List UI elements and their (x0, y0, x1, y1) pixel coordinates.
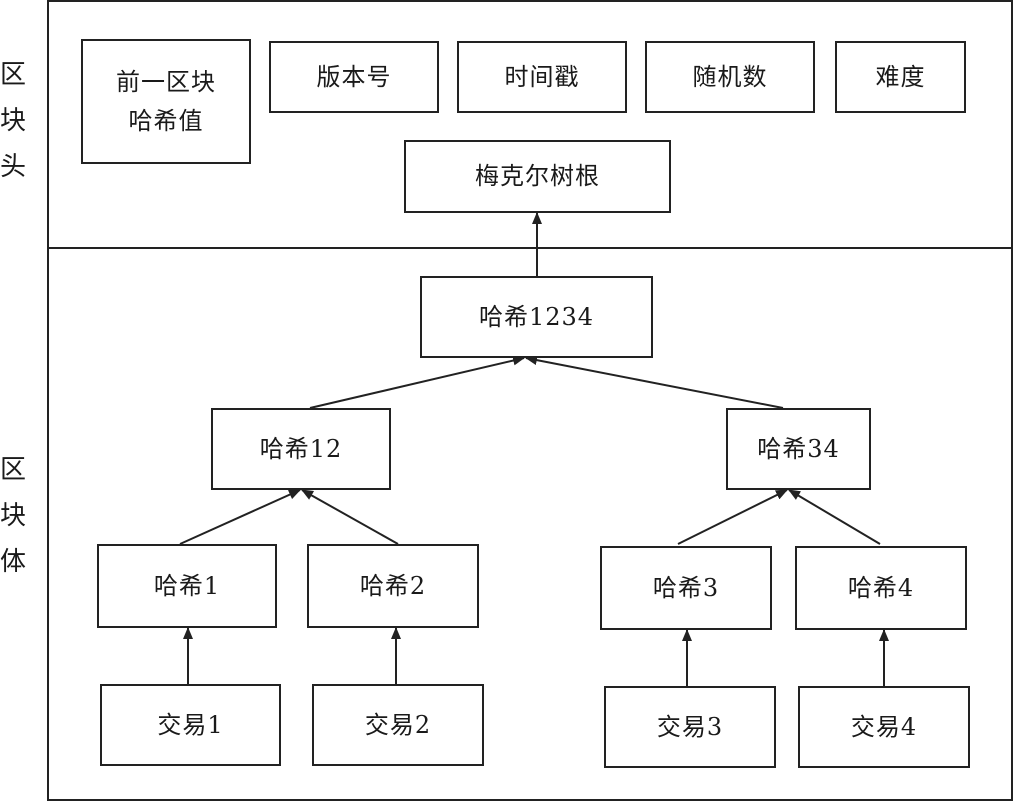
arrow-hash3-hash34 (677, 489, 788, 545)
arrow-hash2-hash12 (301, 489, 399, 545)
hash-1-node: 哈希1 (97, 544, 277, 628)
hash-12-label: 哈希12 (259, 434, 343, 463)
merkle-root-field: 梅克尔树根 (404, 140, 671, 213)
arrow-hash12-hash1234 (309, 355, 525, 409)
hash-34-node: 哈希34 (726, 408, 871, 490)
transaction-4-node: 交易4 (798, 686, 970, 768)
transaction-3-label: 交易3 (656, 712, 724, 741)
prev-block-hash-line1: 前一区块 (116, 68, 216, 97)
transaction-4-label: 交易4 (850, 712, 918, 741)
prev-block-hash-line2: 哈希值 (128, 106, 204, 135)
arrow-hash34-hash1234 (525, 355, 784, 409)
nonce-label: 随机数 (692, 62, 768, 91)
version-field: 版本号 (269, 41, 439, 113)
transaction-2-node: 交易2 (312, 684, 484, 766)
difficulty-label: 难度 (875, 62, 926, 91)
transaction-2-label: 交易2 (364, 710, 432, 739)
timestamp-field: 时间戳 (457, 41, 627, 113)
difficulty-field: 难度 (835, 41, 966, 113)
block-body-frame (47, 247, 1013, 801)
hash-1-label: 哈希1 (153, 571, 221, 600)
nonce-field: 随机数 (645, 41, 815, 113)
hash-2-node: 哈希2 (307, 544, 479, 628)
timestamp-label: 时间戳 (504, 62, 580, 91)
arrow-hash4-hash34 (788, 489, 881, 545)
hash-3-label: 哈希3 (652, 573, 720, 602)
transaction-3-node: 交易3 (604, 686, 776, 768)
hash-4-node: 哈希4 (795, 546, 967, 630)
block-header-label: 区 块 头 (0, 60, 27, 182)
hash-34-label: 哈希34 (757, 434, 840, 463)
transaction-1-label: 交易1 (157, 710, 224, 739)
block-body-label: 区 块 体 (0, 455, 27, 577)
hash-1234-node: 哈希1234 (420, 276, 653, 358)
transaction-1-node: 交易1 (100, 684, 281, 766)
prev-block-hash-field: 前一区块 哈希值 (81, 39, 251, 164)
hash-1234-label: 哈希1234 (478, 302, 595, 331)
arrow-hash1-hash12 (179, 489, 301, 545)
version-label: 版本号 (316, 62, 392, 91)
hash-4-label: 哈希4 (847, 573, 915, 602)
hash-12-node: 哈希12 (211, 408, 391, 490)
merkle-root-label: 梅克尔树根 (475, 162, 600, 191)
hash-2-label: 哈希2 (359, 571, 427, 600)
hash-3-node: 哈希3 (600, 546, 772, 630)
